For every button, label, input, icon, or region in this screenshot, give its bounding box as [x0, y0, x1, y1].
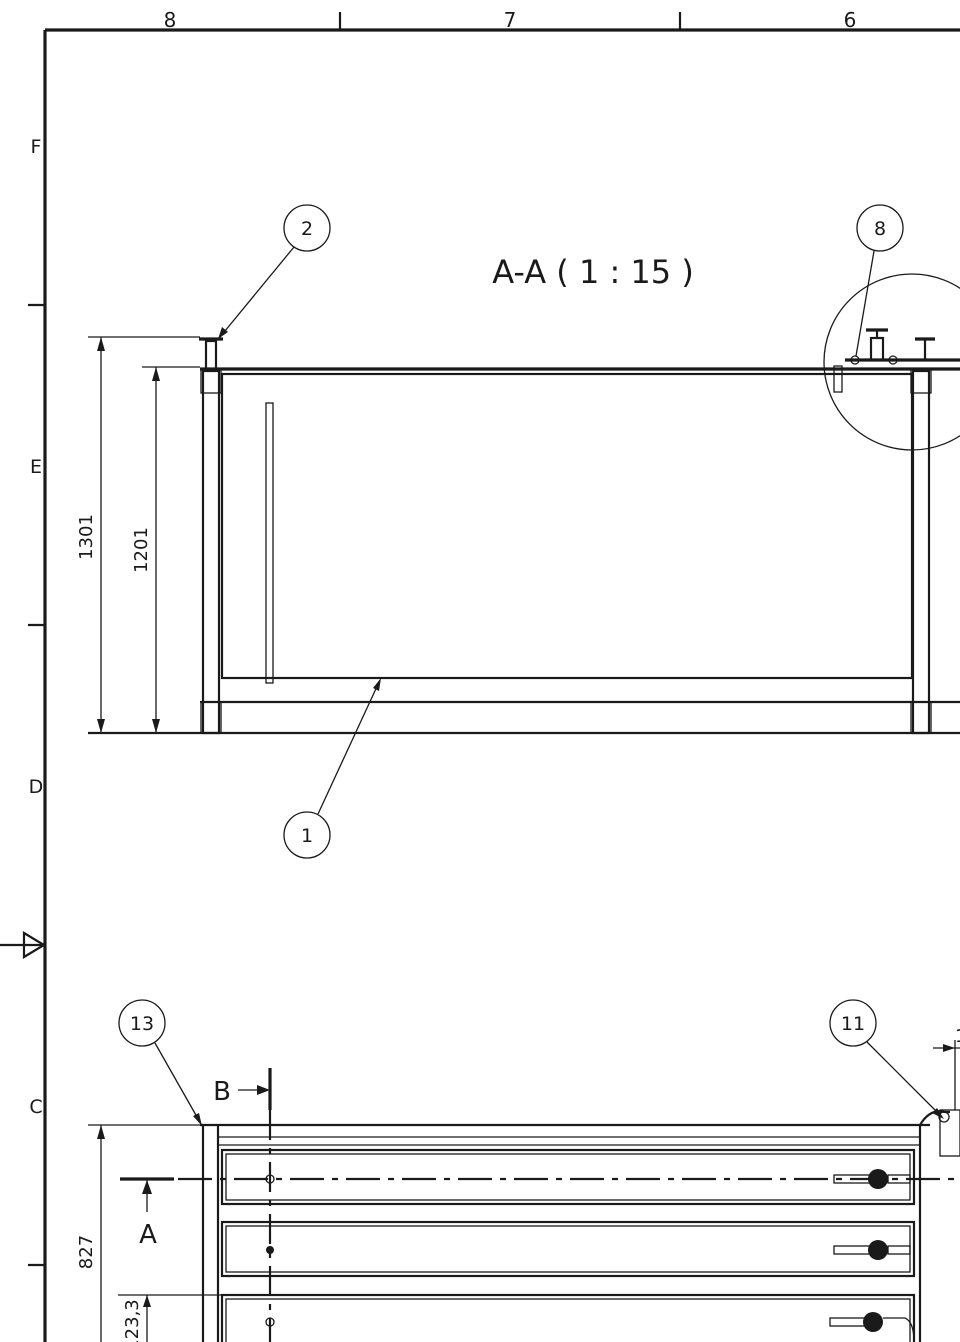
row-label-c: C	[29, 1096, 42, 1118]
row-label-e: E	[30, 456, 42, 478]
balloon-8-label: 8	[874, 218, 886, 240]
centre-markers	[265, 1174, 275, 1327]
dimension-partial-label: 1	[955, 1026, 960, 1047]
section-title: A-A ( 1 : 15 )	[492, 253, 694, 291]
plan-compartment	[220, 1293, 916, 1342]
balloon-2: 2	[218, 204, 331, 339]
dimension-1301: 1301	[76, 336, 200, 733]
detail-circle	[823, 273, 960, 451]
dimension-123-3: 123,3	[118, 1294, 222, 1342]
balloon-11-label: 11	[841, 1013, 865, 1035]
plan-compartment	[220, 1220, 916, 1278]
valve-assembly	[833, 328, 960, 393]
cut-line-b: B	[213, 1068, 272, 1110]
row-label-f: F	[31, 136, 42, 158]
valve-icon	[829, 1312, 915, 1342]
row-label-d: D	[29, 776, 44, 798]
dimension-827: 827	[76, 1124, 200, 1342]
valve-icon	[833, 1240, 911, 1260]
plan-compartment	[220, 1148, 916, 1206]
dimension-1201: 1201	[131, 366, 200, 733]
balloon-11: 11	[829, 999, 944, 1119]
sheet-frame	[0, 12, 960, 1342]
tank-section-view	[88, 273, 960, 735]
cut-b-label: B	[213, 1077, 231, 1107]
dimension-827-label: 827	[76, 1235, 97, 1269]
dimension-1201-label: 1201	[131, 527, 152, 573]
dimension-123-3-label: 123,3	[122, 1299, 143, 1342]
balloon-1-label: 1	[301, 825, 313, 847]
balloon-13-label: 13	[130, 1013, 154, 1035]
cut-a-label: A	[139, 1220, 157, 1250]
column-label-8: 8	[164, 8, 177, 32]
plan-view	[200, 1109, 960, 1342]
dimension-partial: 1	[933, 1026, 960, 1110]
balloon-13: 13	[118, 999, 202, 1126]
column-label-6: 6	[844, 8, 857, 32]
cut-line-a: A	[120, 1177, 174, 1250]
dimension-1301-label: 1301	[76, 514, 97, 560]
column-label-7: 7	[504, 8, 517, 32]
balloon-8: 8	[855, 204, 904, 357]
balloon-1: 1	[283, 678, 381, 859]
balloon-2-label: 2	[301, 218, 313, 240]
centering-mark	[0, 931, 47, 959]
